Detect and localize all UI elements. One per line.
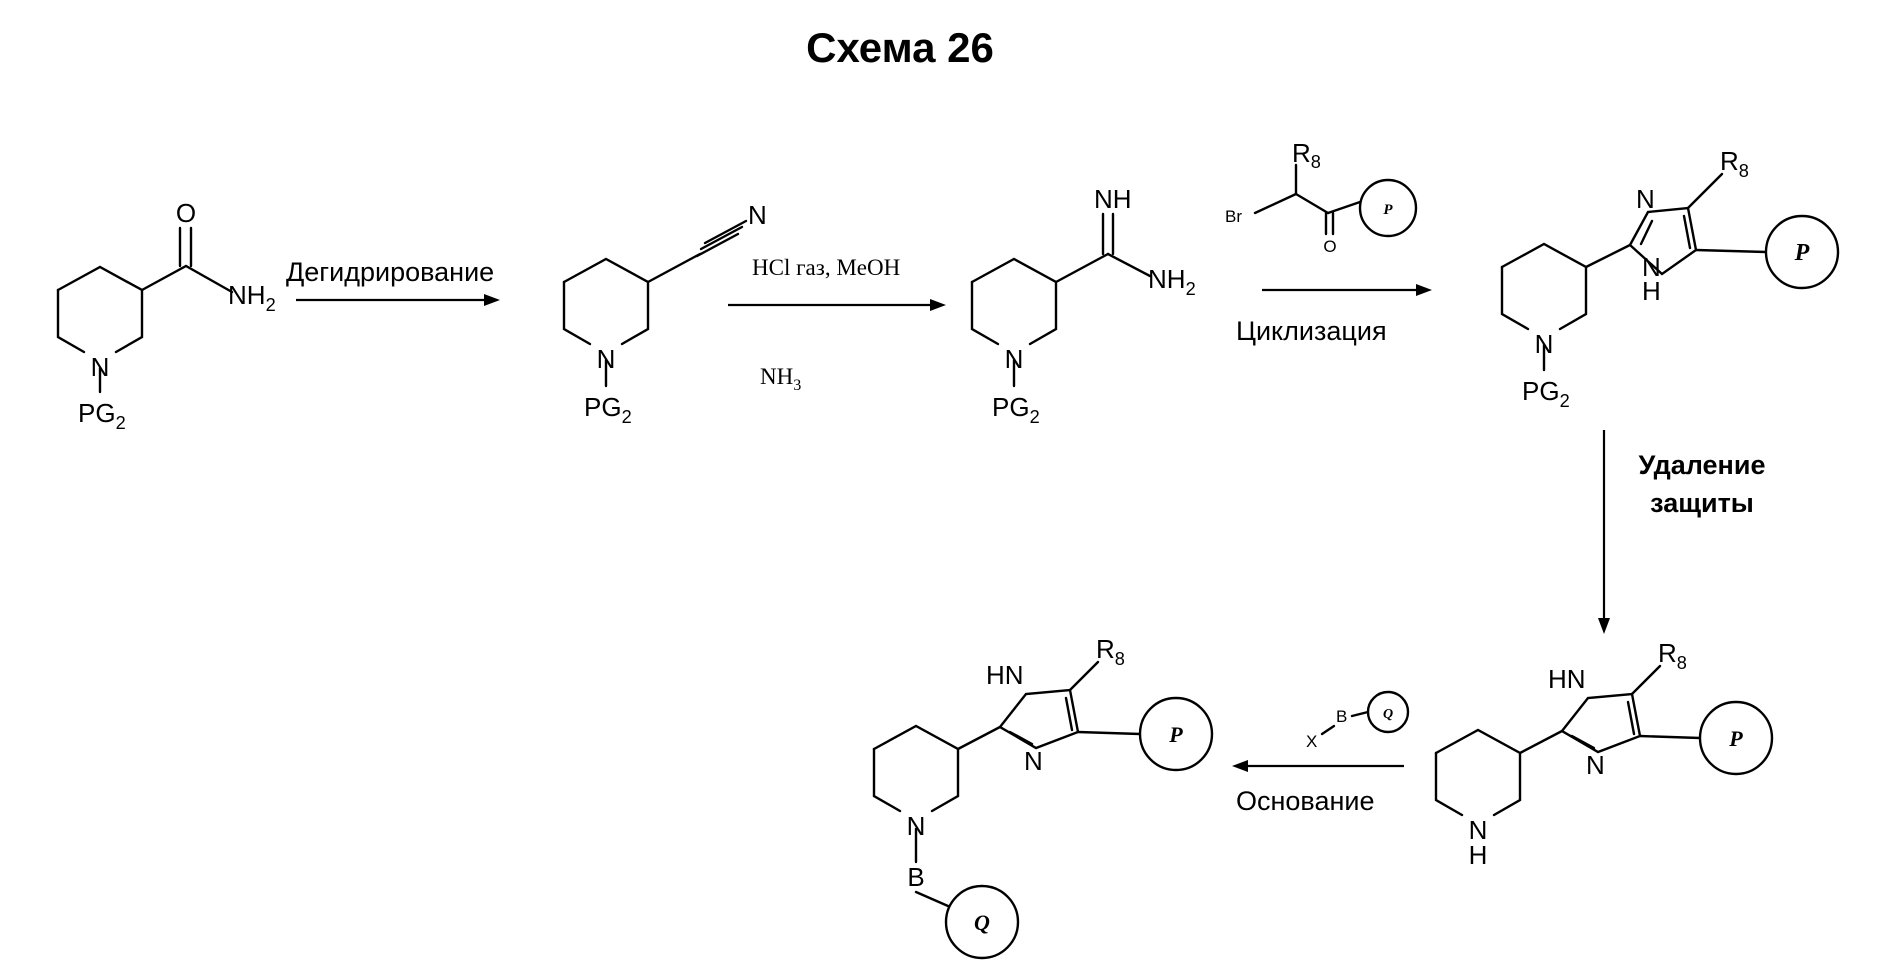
imine-nh-label: NH [1094,184,1132,214]
ring-q-label: Q [974,910,990,935]
amine-nh-label: NH [1148,264,1186,294]
svg-text:R8: R8 [1720,146,1749,181]
arrow-pinner: HCl газ, MeOH NH3 [728,255,946,394]
condition-hcl-gas: HCl газ, MeOH [752,255,900,280]
subscript-8: 8 [1739,161,1749,181]
compound-final-product: HN N R8 P N B Q [874,634,1212,958]
piperidine-h-label: H [1469,840,1488,870]
arrow-base: Основание [1232,760,1404,816]
linker-b-label: B [907,862,924,892]
subscript-2: 2 [1030,407,1040,427]
ring-q-label: Q [1383,707,1393,722]
nitrogen-label: N [91,352,110,382]
imidazole-h-label: H [1642,276,1661,306]
compound-amide: O NH2 N PG2 [58,198,276,433]
subscript-2: 2 [622,407,632,427]
imidazole-hn-label: HN [1548,664,1586,694]
r-label: R [1292,138,1311,168]
compound-nitrile: N N PG2 [564,200,767,427]
svg-text:R8: R8 [1096,634,1125,669]
condition-dehydration: Дегидрирование [286,257,494,287]
pg-label: PG [584,392,622,422]
subscript-3: 3 [793,377,801,394]
condition-cyclization: Циклизация [1236,316,1387,346]
nitrogen-label: N [1535,329,1554,359]
halide-x-label: X [1306,732,1317,751]
nitrile-nitrogen-label: N [748,200,767,230]
oxygen-label: O [1323,237,1336,256]
r-label: R [1658,638,1677,668]
pg-label: PG [1522,376,1560,406]
svg-text:PG2: PG2 [992,392,1040,427]
compound-protected-imidazole: N N H R8 P N PG2 [1502,146,1838,411]
subscript-8: 8 [1115,649,1125,669]
arrow-deprotection: Удаление защиты [1598,430,1765,634]
subscript-2: 2 [1186,279,1196,299]
imidazole-hn-label: HN [986,660,1024,690]
scheme-title: Схема 26 [806,24,994,71]
amide-nh-label: NH [228,280,266,310]
svg-text:NH3: NH3 [760,364,801,394]
subscript-2: 2 [1560,391,1570,411]
subscript-8: 8 [1311,152,1321,172]
svg-text:PG2: PG2 [584,392,632,427]
reagent-bromoketone: Br R8 O P [1225,138,1416,256]
svg-text:NH2: NH2 [1148,264,1196,299]
compound-deprotected-imidazole: HN N R8 P N H [1436,638,1772,870]
svg-text:PG2: PG2 [78,398,126,433]
ring-p-label: P [1168,722,1183,747]
ring-p-label: P [1794,240,1810,266]
imidazole-n-label: N [1636,184,1655,214]
pg-label: PG [992,392,1030,422]
svg-text:NH2: NH2 [228,280,276,315]
condition-deprotection-line1: Удаление [1639,450,1766,480]
arrow-dehydration: Дегидрирование [286,257,500,306]
ring-p-label: P [1383,202,1393,218]
nitrogen-label: N [1005,344,1024,374]
nitrogen-label: N [597,344,616,374]
reagent-xbq: X B Q [1306,692,1408,751]
condition-deprotection-line2: защиты [1650,488,1754,518]
svg-text:R8: R8 [1292,138,1321,172]
subscript-2: 2 [116,413,126,433]
imidazole-n-label: N [1024,746,1043,776]
pg-label: PG [78,398,116,428]
r-label: R [1720,146,1739,176]
compound-amidine: NH NH2 N PG2 [972,184,1196,427]
arrow-cyclization: Циклизация [1236,284,1432,346]
linker-b-label: B [1336,707,1347,726]
subscript-8: 8 [1677,653,1687,673]
condition-nh3: NH [760,364,793,389]
condition-base: Основание [1236,786,1375,816]
oxygen-label: O [176,198,196,228]
subscript-2: 2 [266,295,276,315]
svg-text:PG2: PG2 [1522,376,1570,411]
r-label: R [1096,634,1115,664]
nitrogen-label: N [907,811,926,841]
ring-p-label: P [1728,726,1743,751]
svg-text:R8: R8 [1658,638,1687,673]
bromine-label: Br [1225,207,1242,226]
imidazole-n-label: N [1586,750,1605,780]
